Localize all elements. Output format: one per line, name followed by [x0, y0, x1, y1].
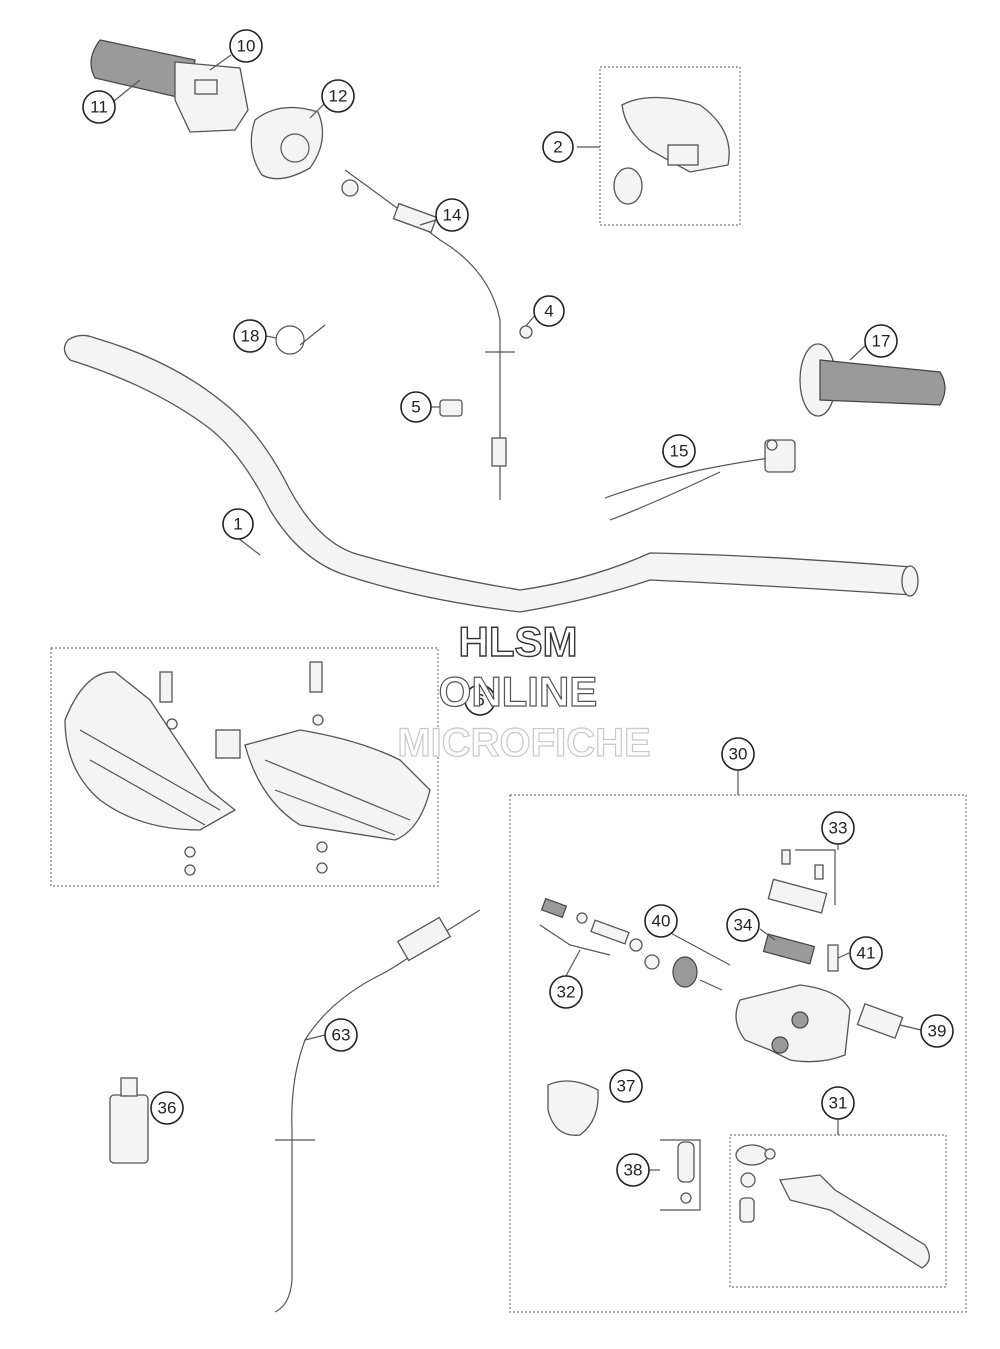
small-nut — [519, 325, 533, 339]
master-cylinder — [735, 984, 904, 1063]
callout-41: 41 — [849, 936, 883, 970]
cable-barrel — [491, 437, 507, 467]
callout-39: 39 — [920, 1014, 954, 1048]
callout-17: 17 — [864, 324, 898, 358]
svg-text:30: 30 — [729, 745, 748, 764]
callout-31: 31 — [821, 1086, 855, 1120]
throttle-cover — [250, 106, 324, 180]
handguard-bolts — [159, 661, 328, 876]
svg-text:32: 32 — [557, 983, 576, 1002]
svg-text:2: 2 — [553, 138, 562, 157]
handguard-left — [64, 671, 237, 831]
svg-text:12: 12 — [329, 87, 348, 106]
handguard-right — [215, 729, 431, 841]
top-cover — [613, 96, 730, 205]
handlebar — [63, 334, 913, 613]
kill-switch-wiring — [604, 439, 796, 521]
throttle-cover-ring — [280, 133, 310, 163]
svg-text:10: 10 — [237, 37, 256, 56]
brake-lever — [735, 1144, 930, 1269]
svg-text:34: 34 — [734, 916, 753, 935]
frame-handguards — [50, 647, 439, 887]
watermark-line-2: ONLINE — [439, 668, 598, 715]
screw — [827, 944, 839, 972]
svg-text:14: 14 — [443, 206, 462, 225]
callout-10: 10 — [229, 29, 263, 63]
cable-clamp — [439, 399, 463, 417]
callout-30: 30 — [721, 737, 755, 771]
watermark-line-1: HLSM — [459, 618, 578, 665]
svg-text:11: 11 — [90, 98, 108, 117]
throttle-cable-adjuster — [392, 202, 438, 234]
throttle-grip — [90, 39, 249, 133]
fluid-bottle — [109, 1077, 149, 1164]
watermark: HLSM ONLINE MICROFICHE — [397, 617, 652, 765]
svg-text:18: 18 — [241, 327, 260, 346]
callout-36: 36 — [150, 1091, 184, 1125]
reservoir-cover — [767, 849, 836, 914]
callout-37: 37 — [609, 1069, 643, 1103]
callout-15: 15 — [662, 434, 696, 468]
svg-text:17: 17 — [872, 332, 891, 351]
cable-tie — [275, 324, 326, 355]
svg-text:41: 41 — [857, 944, 876, 963]
piston-kit — [539, 897, 660, 970]
callout-34: 34 — [726, 908, 760, 942]
svg-text:40: 40 — [652, 912, 671, 931]
left-grip — [799, 343, 946, 417]
svg-text:37: 37 — [617, 1077, 636, 1096]
svg-text:39: 39 — [928, 1022, 947, 1041]
svg-text:63: 63 — [332, 1026, 351, 1045]
callout-4: 4 — [533, 295, 565, 327]
svg-text:1: 1 — [233, 515, 242, 534]
diaphragm — [762, 933, 816, 965]
svg-text:33: 33 — [829, 819, 848, 838]
sleeve — [660, 1139, 701, 1211]
callout-32: 32 — [549, 975, 583, 1009]
callout-63: 63 — [324, 1018, 358, 1052]
svg-text:36: 36 — [158, 1099, 177, 1118]
callout-12: 12 — [321, 79, 355, 113]
svg-text:38: 38 — [624, 1161, 643, 1180]
throttle-cable — [344, 169, 501, 500]
svg-text:6: 6 — [475, 691, 484, 710]
throttle-cable-end — [341, 179, 359, 197]
callout-6: 6 — [464, 684, 496, 716]
callout-33: 33 — [821, 811, 855, 845]
callout-40: 40 — [644, 904, 678, 938]
frame-part-2 — [599, 66, 741, 226]
handlebar-end — [901, 565, 919, 597]
svg-text:5: 5 — [411, 398, 420, 417]
callout-1: 1 — [222, 508, 254, 540]
callout-5: 5 — [400, 391, 432, 423]
seal-kit — [664, 929, 731, 991]
reservoir-cap — [547, 1080, 599, 1136]
svg-text:4: 4 — [544, 302, 553, 321]
callout-2: 2 — [542, 131, 574, 163]
callout-11: 11 — [82, 90, 116, 124]
watermark-line-3: MICROFICHE — [397, 721, 650, 765]
svg-text:31: 31 — [829, 1094, 848, 1113]
clutch-cable — [274, 909, 481, 1313]
callout-18: 18 — [233, 319, 267, 353]
callout-14: 14 — [435, 198, 469, 232]
callout-38: 38 — [616, 1153, 650, 1187]
svg-text:15: 15 — [670, 442, 689, 461]
